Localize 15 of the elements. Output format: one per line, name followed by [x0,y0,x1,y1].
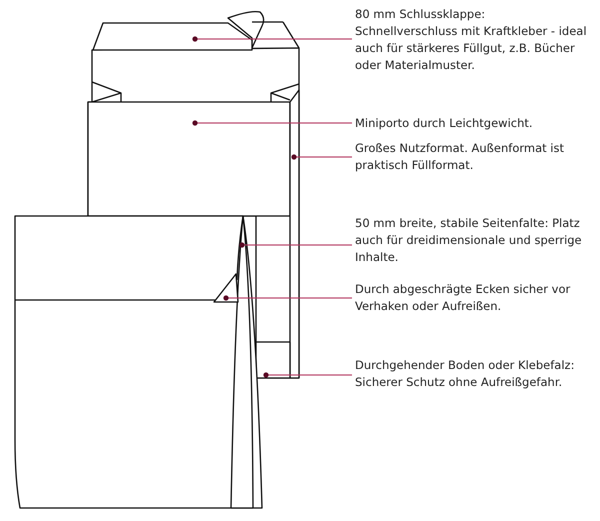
envelope-front-panel [87,101,291,217]
leader-line [192,120,352,126]
bottom-seam [255,341,291,379]
leader-line [291,154,352,160]
callout-text: Großes Nutzformat. Außenformat ist praktisch Füllformat. [355,140,595,174]
chamfered-corner [213,273,239,303]
callout-text: Miniporto durch Leichtgewicht. [355,115,590,132]
callout-text: Durchgehender Boden oder Klebefalz: Sicherer Schutz ohne Aufreißgefahr. [355,357,600,391]
callout-text: 50 mm breite, stabile Seitenfalte: Platz auch für dreidimensionale und sperrige Inhalte. [355,215,600,266]
leader-line [239,242,352,248]
leader-line [223,295,352,301]
callout-text: 80 mm Schlussklappe: Schnellverschluss mit Kraftkleber - ideal auch für stärkeres Füllgut, z.B. Bücher oder Materialmuster. [355,6,590,74]
leader-line [192,36,352,42]
callout-text: Durch abgeschrägte Ecken sicher vor Verhaken oder Aufreißen. [355,281,595,315]
leader-line [263,372,352,378]
